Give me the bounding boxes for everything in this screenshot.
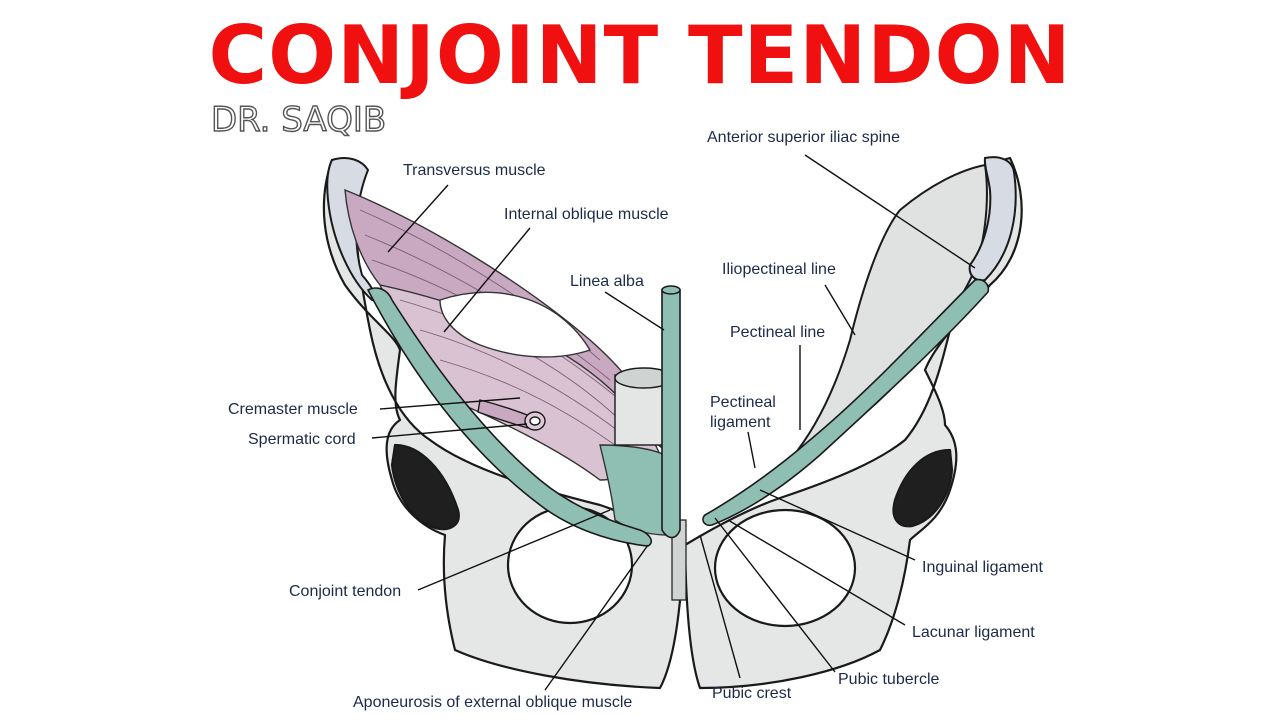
label-linea-alba: Linea alba xyxy=(570,273,644,290)
label-lacunar-ligament: Lacunar ligament xyxy=(912,624,1035,641)
label-aponeurosis-external-oblique: Aponeurosis of external oblique muscle xyxy=(353,694,632,711)
label-transversus-muscle: Transversus muscle xyxy=(403,162,546,179)
label-pectineal-line: Pectineal line xyxy=(730,324,825,341)
label-pectineal-ligament-line2: ligament xyxy=(710,414,771,431)
label-spermatic-cord: Spermatic cord xyxy=(248,431,356,448)
label-conjoint-tendon: Conjoint tendon xyxy=(289,583,401,600)
muscle-gap xyxy=(439,291,592,358)
right-iliac-crest xyxy=(968,156,1017,282)
label-iliopectineal-line: Iliopectineal line xyxy=(722,261,836,278)
author-name: DR. SAQIB xyxy=(210,99,387,140)
label-anterior-superior-iliac-spine: Anterior superior iliac spine xyxy=(707,129,900,146)
linea-alba-shape xyxy=(661,289,681,539)
right-obturator-foramen xyxy=(713,508,857,628)
page-title: CONJOINT TENDON xyxy=(208,9,1072,102)
right-acetabulum xyxy=(892,448,954,528)
linea-alba-top xyxy=(661,285,681,295)
right-inguinal-band xyxy=(702,278,990,527)
ligaments xyxy=(366,278,990,547)
leader-lines xyxy=(371,154,976,691)
label-pubic-tubercle: Pubic tubercle xyxy=(838,671,939,688)
label-pubic-crest: Pubic crest xyxy=(712,685,792,702)
label-internal-oblique-muscle: Internal oblique muscle xyxy=(504,206,669,223)
left-acetabulum xyxy=(390,443,460,531)
label-pectineal-ligament-line1: Pectineal xyxy=(710,394,776,411)
label-inguinal-ligament: Inguinal ligament xyxy=(922,559,1044,576)
label-cremaster-muscle: Cremaster muscle xyxy=(228,401,358,418)
spermatic-cord-shape xyxy=(477,399,546,431)
left-inguinal-band xyxy=(366,287,652,547)
